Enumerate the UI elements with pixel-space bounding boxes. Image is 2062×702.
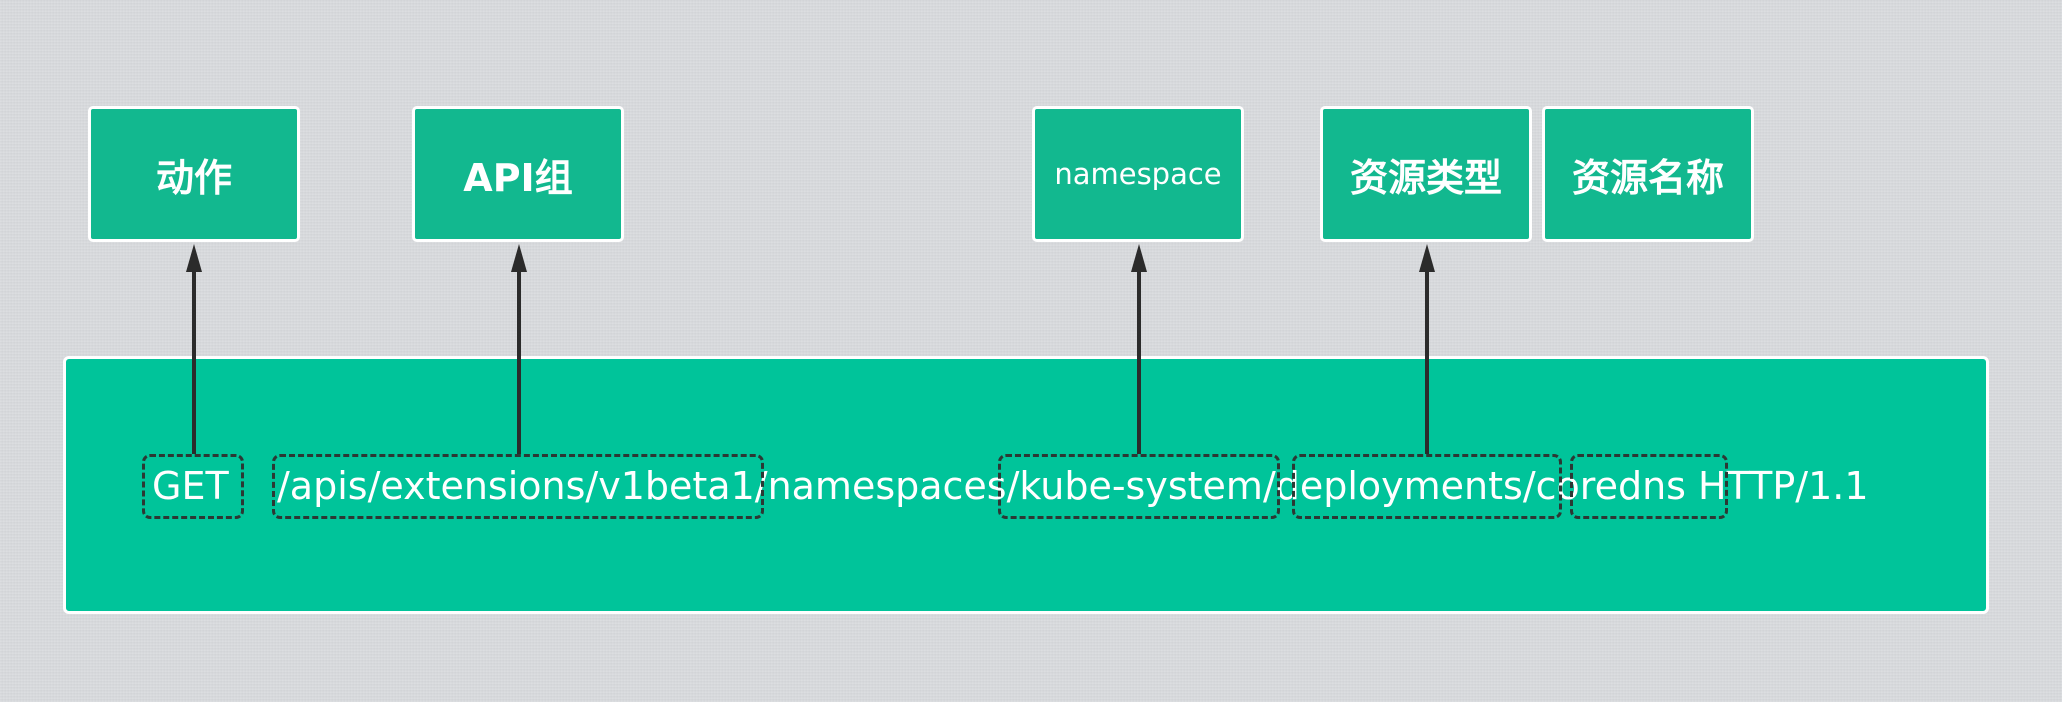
request-api-path: /apis/extensions/v1beta1/ xyxy=(277,464,768,508)
label-action: 动作 xyxy=(88,106,300,242)
request-namespaces-keyword: namespaces xyxy=(767,464,1007,508)
label-api-group: API组 xyxy=(412,106,624,242)
request-line: GET /apis/extensions/v1beta1/namespaces/… xyxy=(152,461,1869,511)
arrow-api-group xyxy=(511,244,527,454)
segment-outline-resource-type xyxy=(1292,454,1562,519)
arrow-resource-type xyxy=(1419,244,1435,454)
segment-outline-namespace xyxy=(998,454,1280,519)
arrow-namespace xyxy=(1131,244,1147,454)
request-namespace-value: /kube-system xyxy=(1006,464,1263,508)
segment-outline-resource-name xyxy=(1570,454,1728,519)
request-panel xyxy=(63,356,1989,614)
segment-outline-api-group xyxy=(272,454,764,519)
arrow-method xyxy=(186,244,202,454)
request-method: GET xyxy=(152,464,229,508)
label-namespace: namespace xyxy=(1032,106,1244,242)
segment-outline-method xyxy=(142,454,244,519)
label-resource-type: 资源类型 xyxy=(1320,106,1532,242)
label-resource-name: 资源名称 xyxy=(1542,106,1754,242)
request-resource-type-value: /deployments/ xyxy=(1262,464,1536,508)
